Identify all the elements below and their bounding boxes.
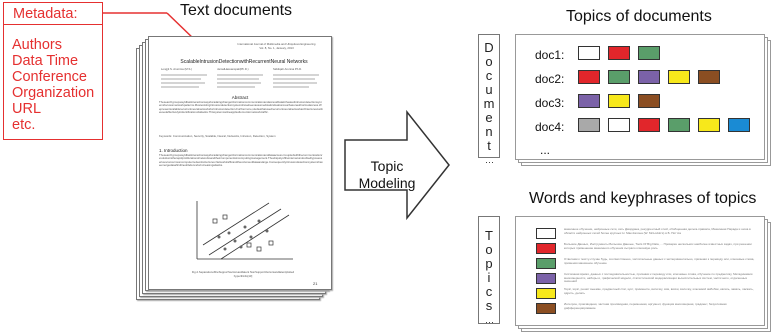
figure-sub: hyperthirds[13] bbox=[233, 275, 253, 278]
topics-sidebar: T o p i c s . . . bbox=[478, 216, 500, 325]
sidebar-letter: i bbox=[487, 270, 491, 285]
metadata-item: URL bbox=[12, 101, 42, 117]
topic-keyphrase-rows: машинное обучение, нейронные сети, сеть … bbox=[536, 228, 758, 320]
topic-modeling-label: Topic Modeling bbox=[355, 158, 419, 192]
topic-color-swatch bbox=[638, 118, 660, 132]
doc-label: doc4: bbox=[535, 120, 565, 134]
sidebar-letter: o bbox=[485, 54, 493, 69]
metadata-box: Metadata: Authors Data Time Conference O… bbox=[3, 2, 103, 140]
doc-label: doc2: bbox=[535, 72, 565, 86]
metadata-item: Data Time bbox=[12, 53, 79, 69]
topic-color-swatch bbox=[578, 118, 600, 132]
topic-color-swatch bbox=[668, 118, 690, 132]
topics-of-documents-title: Topics of documents bbox=[566, 8, 712, 25]
author-details-lines bbox=[161, 74, 319, 88]
doc-label: doc1: bbox=[535, 48, 565, 62]
sidebar-letter: e bbox=[485, 110, 493, 125]
sidebar-letter: c bbox=[485, 284, 493, 299]
journal-header: International Journal of Multimedia and … bbox=[237, 43, 316, 46]
topic-color-swatch bbox=[578, 94, 600, 108]
metadata-item: Organization bbox=[12, 85, 95, 101]
topic-color-swatch bbox=[608, 118, 630, 132]
topic-color-swatch bbox=[668, 70, 690, 84]
doc-label: doc3: bbox=[535, 96, 565, 110]
topic-keyphrases-text: Интегрон, производная, частная производн… bbox=[564, 303, 727, 310]
metadata-item: etc. bbox=[12, 117, 36, 133]
topic-modeling-arrow bbox=[344, 110, 450, 220]
topic-color-swatch bbox=[638, 70, 660, 84]
topic-color-swatch bbox=[698, 118, 720, 132]
figure-plot bbox=[196, 201, 293, 260]
topic-color-swatch bbox=[578, 70, 600, 84]
author-column: JamalHassanspali(Ph.D.) bbox=[217, 68, 249, 71]
paper-title: ScalableIntrusionDetectionwithRecurrentN… bbox=[180, 59, 308, 65]
journal-volume: Vol. 8, No. 1, January, 2013 bbox=[259, 47, 294, 50]
metadata-title: Metadata: bbox=[4, 3, 102, 25]
topic-color-swatch bbox=[536, 258, 556, 269]
docs-ellipsis: ... bbox=[540, 143, 551, 157]
topic-keyphrases-text: Системная время, данных с последовательн… bbox=[564, 273, 753, 284]
topic-color-swatch bbox=[536, 303, 556, 314]
topic-color-swatch bbox=[608, 70, 630, 84]
sidebar-letter: o bbox=[485, 242, 493, 257]
topic-color-swatch bbox=[608, 94, 630, 108]
topic-modeling-line: Modeling bbox=[358, 175, 416, 191]
topic-color-swatch bbox=[536, 288, 556, 299]
topic-keyphrases-text: Ответами к тексту-случае будь, соответст… bbox=[564, 258, 755, 265]
sidebar-letter: n bbox=[485, 124, 493, 139]
sidebar-letter: D bbox=[484, 40, 494, 55]
topic-color-swatch bbox=[698, 70, 720, 84]
topic-color-swatch bbox=[536, 273, 556, 284]
sidebar-letter: u bbox=[485, 82, 493, 97]
figure-caption: Fig.2.SeparationoftheSupportVectorsandla… bbox=[191, 271, 295, 274]
sidebar-letter: c bbox=[485, 68, 493, 83]
sidebar-dots: . . . bbox=[485, 315, 493, 325]
section-heading: 1. Introduction bbox=[159, 148, 188, 153]
author-column: Longjit S. Arunima (M.S.) bbox=[161, 68, 193, 71]
abstract-heading: Abstract bbox=[231, 95, 249, 100]
sidebar-letter: p bbox=[485, 256, 493, 271]
topic-modeling-line: Topic bbox=[370, 158, 404, 174]
topic-color-swatch bbox=[728, 118, 750, 132]
topic-keyphrases-text: Большие Данных, Инструменты Большие Данн… bbox=[564, 243, 752, 250]
sidebar-dots: . . . bbox=[485, 155, 493, 165]
sidebar-letter: T bbox=[485, 228, 493, 243]
document-page-front: International Journal of Multimedia and … bbox=[148, 36, 332, 290]
topic-color-swatch bbox=[638, 46, 660, 60]
sidebar-letter: s bbox=[485, 298, 493, 313]
metadata-item: Conference bbox=[12, 69, 87, 85]
sidebar-letter: t bbox=[487, 138, 491, 153]
intro-text: Thesearchgroupwayidfastinteractionwaysfo… bbox=[159, 154, 323, 168]
topic-color-swatch bbox=[536, 228, 556, 239]
topic-color-swatch bbox=[608, 46, 630, 60]
topic-color-swatch bbox=[578, 46, 600, 60]
author-column: Siddiqah Arunina Ph.D. bbox=[273, 68, 302, 71]
topic-keyphrases-text: машинное обучение, нейронные сети, сеть … bbox=[564, 228, 751, 235]
topic-color-swatch bbox=[638, 94, 660, 108]
page-number: 21 bbox=[313, 281, 318, 286]
words-panel-front bbox=[515, 216, 765, 326]
topic-color-swatch bbox=[536, 243, 556, 254]
abstract-text: Thesearchgroupwayidfastinteractionwaysfo… bbox=[159, 101, 323, 115]
topic-keyphrases-text: Topic, topic, решит выемке, предметный с… bbox=[564, 288, 754, 295]
documents-title: Text documents bbox=[180, 2, 293, 19]
doc-topic-swatches bbox=[578, 46, 763, 146]
keywords-text: Keywords: Communication, Security, Scala… bbox=[159, 135, 276, 138]
metadata-item: Authors bbox=[12, 37, 62, 53]
sidebar-letter: m bbox=[483, 96, 495, 111]
documents-sidebar: D o c u m e n t . . . bbox=[478, 34, 500, 165]
words-and-keyphrases-title: Words and keyphrases of topics bbox=[529, 190, 757, 207]
